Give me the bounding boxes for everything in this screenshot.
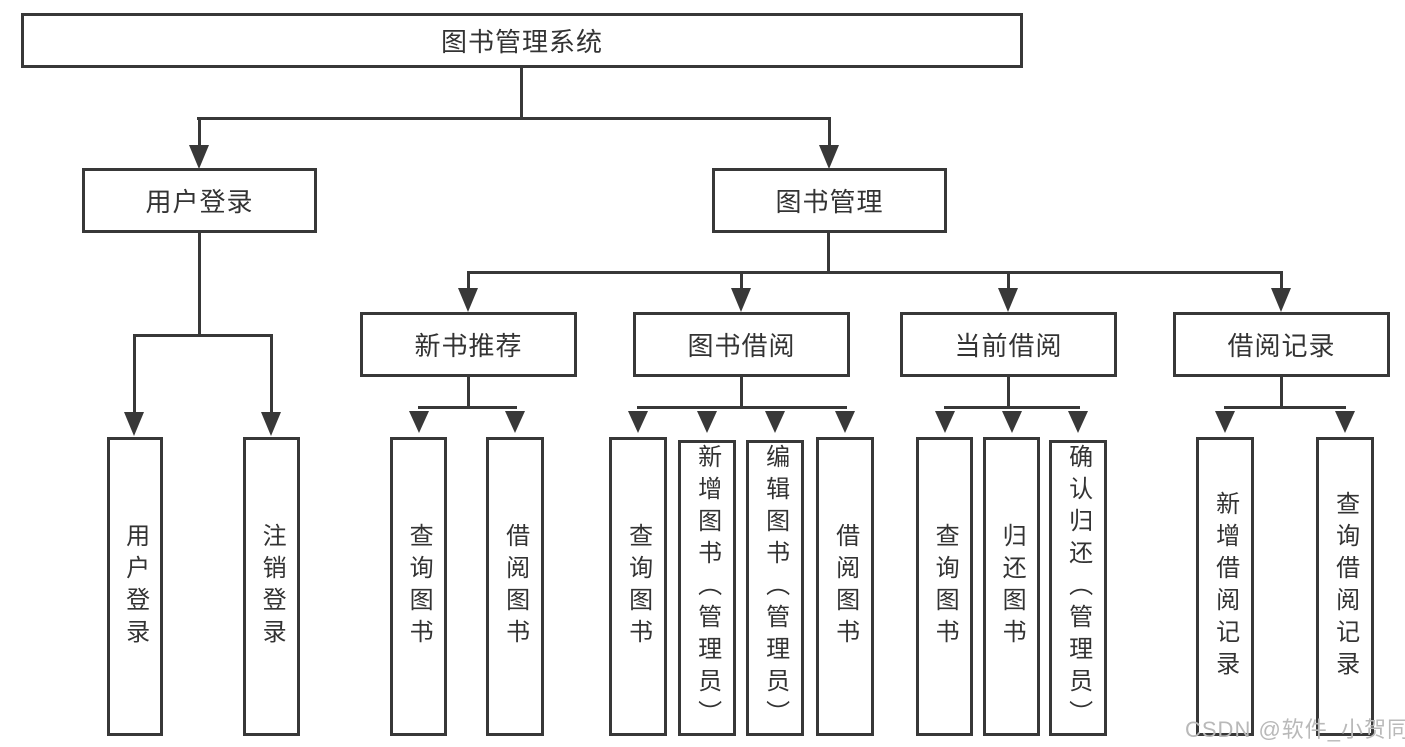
node-leaf-records-query-record: 查询借阅记录 <box>1316 437 1374 736</box>
arrow-down-icon <box>1002 411 1022 433</box>
node-leaf-current-query-books: 查询图书 <box>916 437 973 736</box>
connector-line <box>740 377 743 409</box>
arrow-down-icon <box>458 288 478 312</box>
connector-line <box>1280 271 1283 291</box>
node-label: 注销登录 <box>258 522 286 651</box>
arrow-down-icon <box>1335 411 1355 433</box>
node-book-management: 图书管理 <box>712 168 947 233</box>
node-leaf-records-add-record: 新增借阅记录 <box>1196 437 1254 736</box>
node-label: 图书管理系统 <box>440 27 603 57</box>
arrow-down-icon <box>835 411 855 433</box>
connector-line <box>1224 406 1346 409</box>
arrow-down-icon <box>998 288 1018 312</box>
node-label: 用户登录 <box>121 522 149 651</box>
connector-line <box>828 118 831 149</box>
connector-line <box>270 334 273 414</box>
node-label: 查询借阅记录 <box>1331 490 1359 683</box>
arrow-down-icon <box>1271 288 1291 312</box>
connector-line <box>467 377 470 409</box>
connector-line <box>637 406 847 409</box>
node-label: 查询图书 <box>405 522 433 651</box>
node-root-library-management-system: 图书管理系统 <box>21 13 1023 68</box>
connector-line <box>198 118 201 149</box>
node-borrowing-records: 借阅记录 <box>1173 312 1390 377</box>
node-label: 图书借阅 <box>687 331 796 361</box>
connector-line <box>133 334 136 414</box>
node-label: 归还图书 <box>998 522 1026 651</box>
node-leaf-current-return-books: 归还图书 <box>983 437 1040 736</box>
arrow-down-icon <box>261 412 281 436</box>
arrow-down-icon <box>765 411 785 433</box>
connector-line <box>467 271 470 291</box>
node-label: 新增借阅记录 <box>1211 490 1239 683</box>
node-label: 当前借阅 <box>954 331 1063 361</box>
arrow-down-icon <box>697 411 717 433</box>
node-user-login: 用户登录 <box>82 168 317 233</box>
node-leaf-recommend-query-books: 查询图书 <box>390 437 447 736</box>
arrow-down-icon <box>819 145 839 169</box>
node-label: 查询图书 <box>624 522 652 651</box>
connector-line <box>827 233 830 273</box>
node-label: 图书管理 <box>775 187 884 217</box>
connector-line <box>197 117 831 120</box>
connector-line <box>1280 377 1283 409</box>
node-label: 编辑图书（管理员） <box>761 444 789 732</box>
connector-line <box>198 233 201 336</box>
arrow-down-icon <box>935 411 955 433</box>
connector-line <box>133 334 273 337</box>
arrow-down-icon <box>628 411 648 433</box>
node-leaf-borrow-query-books: 查询图书 <box>609 437 667 736</box>
node-leaf-current-confirm-return-admin: 确认归还（管理员） <box>1049 440 1107 736</box>
node-book-borrowing: 图书借阅 <box>633 312 850 377</box>
node-label: 确认归还（管理员） <box>1064 444 1092 732</box>
connector-line <box>740 271 743 291</box>
node-label: 借阅图书 <box>501 522 529 651</box>
connector-line <box>520 68 523 118</box>
connector-line <box>1007 271 1010 291</box>
node-leaf-recommend-borrow-books: 借阅图书 <box>486 437 544 736</box>
node-label: 用户登录 <box>145 187 254 217</box>
node-label: 查询图书 <box>931 522 959 651</box>
arrow-down-icon <box>124 412 144 436</box>
node-leaf-borrow-borrow-books: 借阅图书 <box>816 437 874 736</box>
connector-line <box>418 406 517 409</box>
connector-line <box>944 406 1080 409</box>
node-leaf-borrow-edit-books-admin: 编辑图书（管理员） <box>746 440 804 736</box>
connector-line <box>467 271 1282 274</box>
csdn-watermark: CSDN @软件_小贺同学 <box>1185 717 1405 742</box>
node-label: 借阅图书 <box>831 522 859 651</box>
node-label: 新书推荐 <box>414 331 523 361</box>
node-leaf-borrow-add-books-admin: 新增图书（管理员） <box>678 440 736 736</box>
node-new-book-recommendation: 新书推荐 <box>360 312 577 377</box>
arrow-down-icon <box>1215 411 1235 433</box>
arrow-down-icon <box>505 411 525 433</box>
node-label: 新增图书（管理员） <box>693 444 721 732</box>
arrow-down-icon <box>189 145 209 169</box>
node-current-borrowing: 当前借阅 <box>900 312 1117 377</box>
arrow-down-icon <box>731 288 751 312</box>
arrow-down-icon <box>1068 411 1088 433</box>
node-leaf-user-login: 用户登录 <box>107 437 163 736</box>
node-label: 借阅记录 <box>1227 331 1336 361</box>
connector-line <box>1007 377 1010 409</box>
arrow-down-icon <box>409 411 429 433</box>
node-leaf-logout: 注销登录 <box>243 437 300 736</box>
